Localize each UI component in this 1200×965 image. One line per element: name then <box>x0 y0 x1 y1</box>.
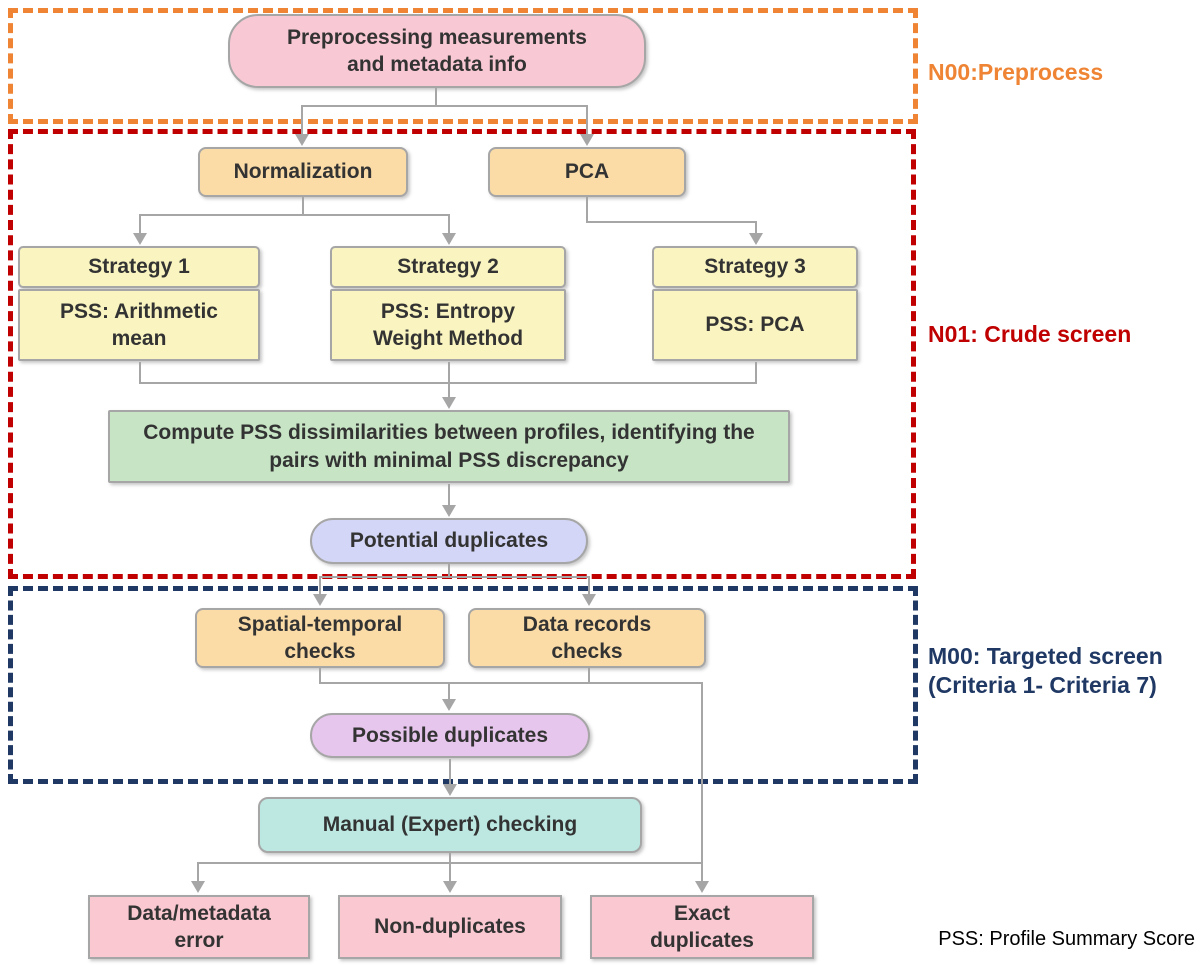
node-strategy2-title: Strategy 2 <box>397 255 499 279</box>
connector-line <box>586 197 588 223</box>
connector-line <box>449 853 451 864</box>
node-data-records-checks-label: Data records checks <box>522 612 652 663</box>
connector-line <box>588 668 590 684</box>
connector-line <box>319 668 321 684</box>
connector-line <box>448 682 450 699</box>
connector-line <box>319 576 321 595</box>
connector-line <box>435 88 437 106</box>
node-preprocess-label: Preprocessing measurements and metadata … <box>287 25 587 76</box>
node-pca: PCA <box>488 147 686 197</box>
connector-line <box>301 105 588 107</box>
connector-line <box>586 105 588 134</box>
node-pca-label: PCA <box>564 160 610 184</box>
connector-line <box>319 576 590 578</box>
node-data-metadata-error: Data/metadata error <box>88 895 310 959</box>
connector-line <box>448 214 450 234</box>
node-normalization-label: Normalization <box>233 160 373 184</box>
connector-line <box>302 197 304 216</box>
connector-line <box>755 362 757 384</box>
node-compute-pss-label: Compute PSS dissimilarities between prof… <box>143 421 755 472</box>
node-strategy1-title: Strategy 1 <box>88 255 190 279</box>
connector-line <box>448 382 450 398</box>
arrowhead-down-icon <box>191 881 205 893</box>
node-spatial-temporal-checks-label: Spatial-temporal checks <box>237 612 403 663</box>
node-strategy3-subtitle: PSS: PCA <box>705 313 805 337</box>
node-preprocess: Preprocessing measurements and metadata … <box>228 14 646 88</box>
arrowhead-down-icon <box>442 505 456 517</box>
arrowhead-down-icon <box>580 134 594 146</box>
node-strategy2-body: PSS: Entropy Weight Method <box>330 289 566 361</box>
node-strategy2-subtitle: PSS: Entropy Weight Method <box>372 299 524 350</box>
connector-line <box>586 221 757 223</box>
node-possible-duplicates-label: Possible duplicates <box>351 723 549 747</box>
node-exact-duplicates: Exact duplicates <box>590 895 814 959</box>
region-label-n01: N01: Crude screen <box>928 321 1132 347</box>
connector-line <box>139 214 141 234</box>
region-n00-preprocess <box>8 8 918 124</box>
node-manual-checking-label: Manual (Expert) checking <box>322 813 578 837</box>
connector-line <box>197 862 199 882</box>
connector-line <box>448 564 450 578</box>
region-m00-targeted-screen <box>8 586 918 784</box>
node-potential-duplicates: Potential duplicates <box>310 518 588 564</box>
node-potential-duplicates-label: Potential duplicates <box>349 529 549 553</box>
arrowhead-down-icon <box>443 784 457 796</box>
node-compute-pss: Compute PSS dissimilarities between prof… <box>108 410 790 483</box>
node-exact-duplicates-label: Exact duplicates <box>650 901 754 952</box>
connector-line <box>449 759 451 784</box>
node-possible-duplicates: Possible duplicates <box>310 713 590 758</box>
arrowhead-down-icon <box>133 233 147 245</box>
node-strategy1-subtitle: PSS: Arithmetic mean <box>60 299 218 350</box>
arrowhead-down-icon <box>443 881 457 893</box>
node-strategy1-body: PSS: Arithmetic mean <box>18 289 260 361</box>
node-spatial-temporal-checks: Spatial-temporal checks <box>195 608 445 668</box>
arrowhead-down-icon <box>442 397 456 409</box>
connector-line <box>449 862 451 882</box>
node-strategy2-header: Strategy 2 <box>330 246 566 288</box>
connector-line <box>301 105 303 134</box>
connector-line <box>139 214 450 216</box>
node-data-records-checks: Data records checks <box>468 608 706 668</box>
connector-line <box>448 484 450 505</box>
arrowhead-down-icon <box>695 881 709 893</box>
node-data-metadata-error-label: Data/metadata error <box>127 901 271 952</box>
arrowhead-down-icon <box>442 233 456 245</box>
node-strategy3-header: Strategy 3 <box>652 246 858 288</box>
connector-line <box>139 362 141 384</box>
connector-line <box>701 682 703 864</box>
region-label-n00: N00:Preprocess <box>928 59 1104 85</box>
connector-line <box>448 362 450 384</box>
node-non-duplicates: Non-duplicates <box>338 895 562 959</box>
node-strategy3-body: PSS: PCA <box>652 289 858 361</box>
connector-line <box>701 862 703 882</box>
node-manual-checking: Manual (Expert) checking <box>258 797 642 853</box>
arrowhead-down-icon <box>313 594 327 606</box>
node-normalization: Normalization <box>198 147 408 197</box>
arrowhead-down-icon <box>295 134 309 146</box>
arrowhead-down-icon <box>582 594 596 606</box>
footnote-pss-definition: PSS: Profile Summary Score <box>938 928 1195 950</box>
node-non-duplicates-label: Non-duplicates <box>374 915 526 939</box>
connector-line <box>755 221 757 234</box>
arrowhead-down-icon <box>442 699 456 711</box>
connector-line <box>588 576 590 595</box>
node-strategy1-header: Strategy 1 <box>18 246 260 288</box>
region-label-m00: M00: Targeted screen (Criteria 1- Criter… <box>928 643 1163 698</box>
connector-line <box>319 682 703 684</box>
arrowhead-down-icon <box>749 233 763 245</box>
node-strategy3-title: Strategy 3 <box>704 255 806 279</box>
